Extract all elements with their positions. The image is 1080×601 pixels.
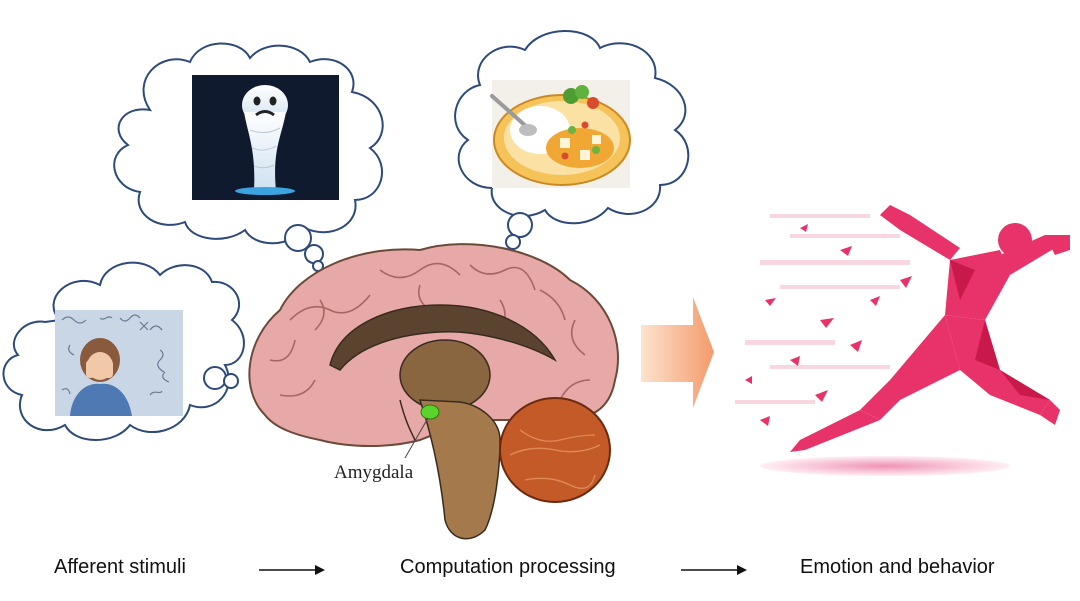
brain-illustration (248, 243, 619, 540)
ghost-image (192, 75, 339, 200)
processing-arrow (641, 297, 714, 408)
caption-afferent-stimuli: Afferent stimuli (54, 556, 186, 578)
amygdala-label: Amygdala (334, 462, 414, 483)
running-person-image (735, 205, 1070, 476)
amygdala-marker (420, 404, 440, 420)
stressed-woman-image (55, 310, 183, 416)
thought-cloud-stress (2, 261, 245, 441)
flow-arrow-1 (259, 565, 325, 575)
caption-computation-processing: Computation processing (400, 556, 616, 578)
flow-arrow-2 (681, 565, 747, 575)
thought-cloud-fear (113, 42, 384, 272)
thought-cloud-food (454, 30, 690, 250)
food-plate-image (490, 80, 631, 188)
caption-emotion-behavior: Emotion and behavior (800, 556, 995, 578)
